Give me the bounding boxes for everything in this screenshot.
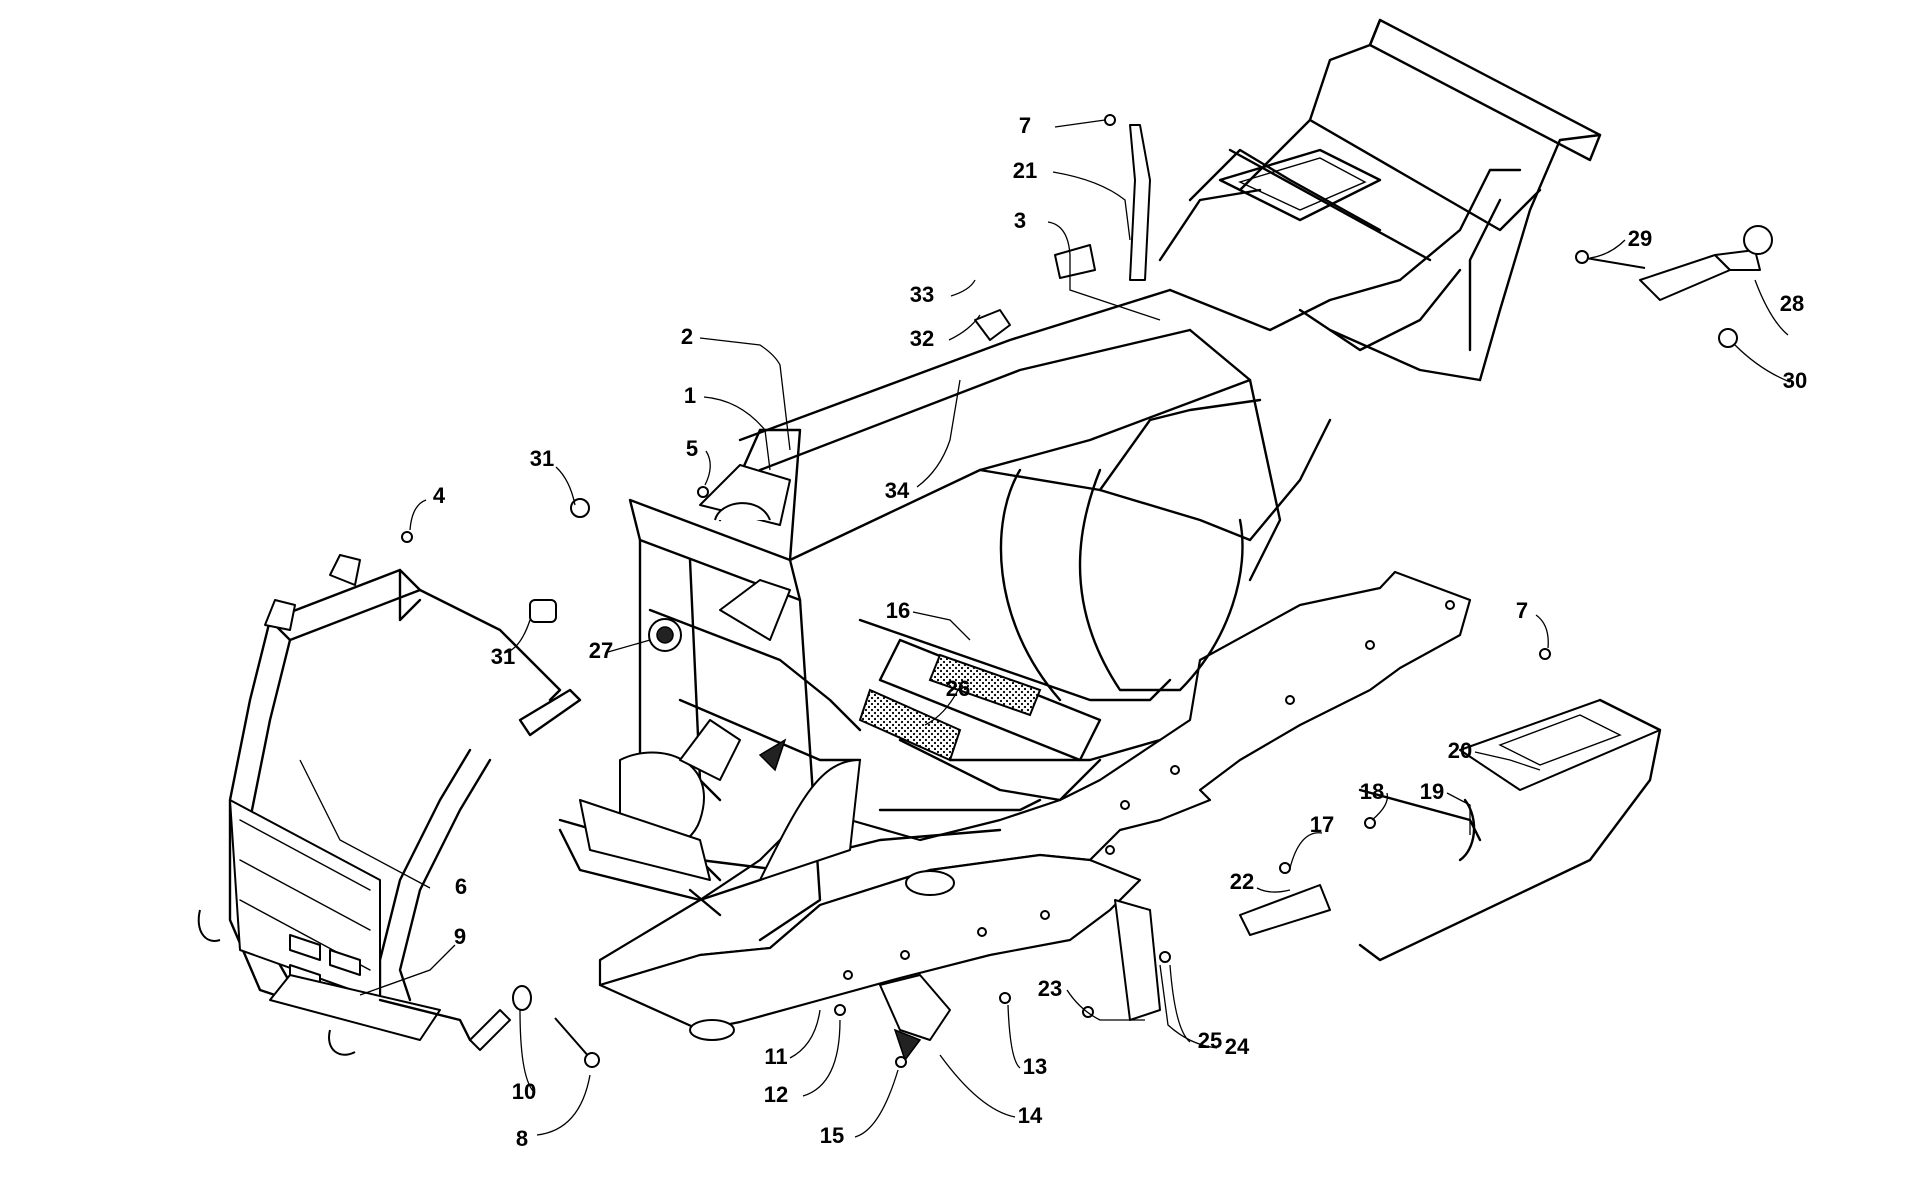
callout-31: 31 [491, 644, 515, 669]
callout-7: 7 [1516, 598, 1528, 623]
callout-5: 5 [686, 436, 698, 461]
callout-30: 30 [1783, 368, 1807, 393]
callout-6: 6 [455, 874, 467, 899]
callout-12: 12 [764, 1082, 788, 1107]
callout-17: 17 [1310, 812, 1334, 837]
callout-15: 15 [820, 1123, 844, 1148]
skid-plate [598, 570, 1472, 1041]
callout-33: 33 [910, 282, 934, 307]
callout-18: 18 [1360, 779, 1384, 804]
callout-20: 20 [1448, 738, 1472, 763]
small-parts [401, 114, 1773, 1068]
callout-7: 7 [1019, 113, 1031, 138]
front-bumper [197, 554, 582, 1056]
callout-9: 9 [454, 924, 466, 949]
callout-34: 34 [885, 478, 910, 503]
callout-29: 29 [1628, 226, 1652, 251]
callout-13: 13 [1023, 1054, 1047, 1079]
callout-25: 25 [1198, 1028, 1222, 1053]
callout-16: 16 [886, 598, 910, 623]
leader-lines [299, 119, 1791, 1138]
callout-1: 1 [684, 383, 696, 408]
callout-11: 11 [764, 1044, 787, 1069]
main-frame [558, 18, 1602, 942]
callout-4: 4 [433, 483, 446, 508]
callout-24: 24 [1225, 1034, 1250, 1059]
callout-23: 23 [1038, 976, 1062, 1001]
callout-21: 21 [1013, 158, 1037, 183]
callout-31: 31 [530, 446, 554, 471]
callout-8: 8 [516, 1126, 528, 1151]
callout-2: 2 [681, 324, 693, 349]
callout-19: 19 [1420, 779, 1444, 804]
callout-10: 10 [512, 1079, 536, 1104]
callout-26: 26 [946, 676, 970, 701]
callout-27: 27 [589, 638, 613, 663]
callout-22: 22 [1230, 869, 1254, 894]
callout-28: 28 [1780, 291, 1804, 316]
callout-3: 3 [1014, 208, 1026, 233]
callout-32: 32 [910, 326, 934, 351]
callout-14: 14 [1018, 1103, 1043, 1128]
